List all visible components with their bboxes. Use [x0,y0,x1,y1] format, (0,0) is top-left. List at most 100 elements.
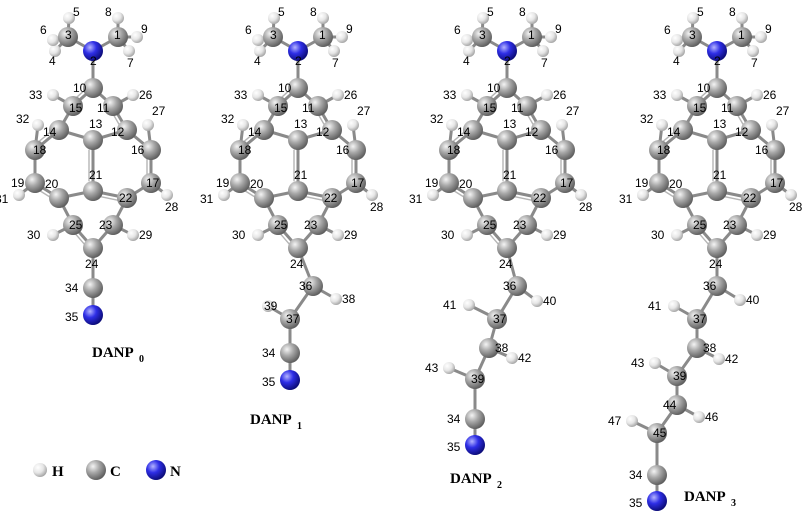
hydrogen-atom [687,12,699,24]
title-text: DANP [92,345,134,361]
nitrogen-atom [288,41,308,61]
atom-number-label: 15 [274,101,288,115]
carbon-atom [727,96,747,116]
atom-number-label: 37 [693,312,707,326]
hydrogen-atom [366,189,378,201]
carbon-atom [687,96,707,116]
carbon-atom [439,173,459,193]
atom-number-label: 1 [114,28,121,42]
atom-number-label: 30 [27,228,41,242]
atom-number-label: 40 [543,294,557,308]
hydrogen-atom [161,189,173,201]
carbon-atom [439,140,459,160]
carbon-atom [465,369,485,389]
hydrogen-atom [63,12,75,24]
carbon-atom [308,215,328,235]
carbon-atom [268,215,288,235]
atom-number-label: 7 [127,56,134,70]
atom-number-label: 10 [487,81,501,95]
nitrogen-atom [280,370,300,390]
carbon-atom [487,309,507,329]
carbon-atom [63,215,83,235]
atom-number-label: 20 [669,177,683,191]
carbon-atom [765,173,785,193]
atom-number-label: 23 [99,218,113,232]
atom-number-label: 33 [29,88,43,102]
title-subscript: 0 [139,354,144,365]
hydrogen-atom [736,12,748,24]
hydrogen-atom [541,229,553,241]
carbon-atom [280,343,300,363]
carbon-atom [103,215,123,235]
atom-number-label: 3 [65,28,72,42]
carbon-atom [673,120,693,140]
atom-number-label: 25 [693,218,707,232]
carbon-atom [727,215,747,235]
carbon-atom [25,140,45,160]
hydrogen-atom [734,294,746,306]
hydrogen-atom [785,189,797,201]
atom-number-label: 35 [629,496,643,510]
atom-number-label: 43 [631,356,645,370]
legend-c-sphere [86,460,106,480]
atom-number-label: 34 [65,281,79,295]
atom-number-label: 8 [310,5,317,19]
carbon-atom [254,188,274,208]
carbon-atom [517,215,537,235]
atom-number-label: 46 [705,410,719,424]
carbon-atom [103,96,123,116]
nitrogen-atom [83,305,103,325]
hydrogen-atom [252,229,264,241]
hydrogen-atom [427,189,439,201]
carbon-atom [117,188,137,208]
aromatic-bond [303,195,326,202]
carbon-atom [531,120,551,140]
carbon-atom [83,181,103,201]
atom-number-label: 43 [425,361,439,375]
atom-number-label: 26 [553,88,567,102]
carbon-atom [649,173,669,193]
atom-number-label: 12 [525,125,539,139]
carbon-atom [477,96,497,116]
carbon-atom [707,130,727,150]
carbon-atom [288,181,308,201]
atom-number-label: 7 [332,56,339,70]
nitrogen-atom [465,435,485,455]
atom-number-label: 9 [346,22,353,36]
atom-number-label: 30 [651,228,665,242]
legend-n-label: N [170,464,181,480]
atom-number-label: 36 [703,279,717,293]
atom-number-label: 24 [85,257,99,271]
atom-number-label: 14 [43,125,57,139]
carbon-atom [463,120,483,140]
atom-number-label: 20 [45,177,59,191]
atom-number-label: 22 [743,191,757,205]
atom-number-label: 36 [503,279,517,293]
atom-number-label: 30 [441,228,455,242]
atom-number-label: 47 [608,414,622,428]
hydrogen-atom [766,119,778,131]
atom-number-label: 9 [765,22,772,36]
atom-number-label: 6 [40,23,47,37]
hydrogen-atom [671,34,683,46]
title-text: DANP [450,471,492,487]
carbon-atom [49,188,69,208]
atoms-danp2 [427,12,587,455]
aromatic-bond [722,195,745,202]
hydrogen-atom [131,31,143,43]
atom-number-label: 26 [344,88,358,102]
atom-number-label: 27 [566,104,580,118]
legend-h-label: H [52,464,64,480]
atom-number-label: 6 [245,23,252,37]
carbon-atom [83,238,103,258]
hydrogen-atom [506,352,518,364]
hydrogen-atom [649,357,661,369]
hydrogen-atom [237,119,249,131]
atom-number-label: 5 [73,5,80,19]
atom-number-label: 35 [447,440,461,454]
carbon-atom [517,96,537,116]
hydrogen-atom [336,31,348,43]
hydrogen-atom [537,45,549,57]
carbon-atom [667,395,687,415]
